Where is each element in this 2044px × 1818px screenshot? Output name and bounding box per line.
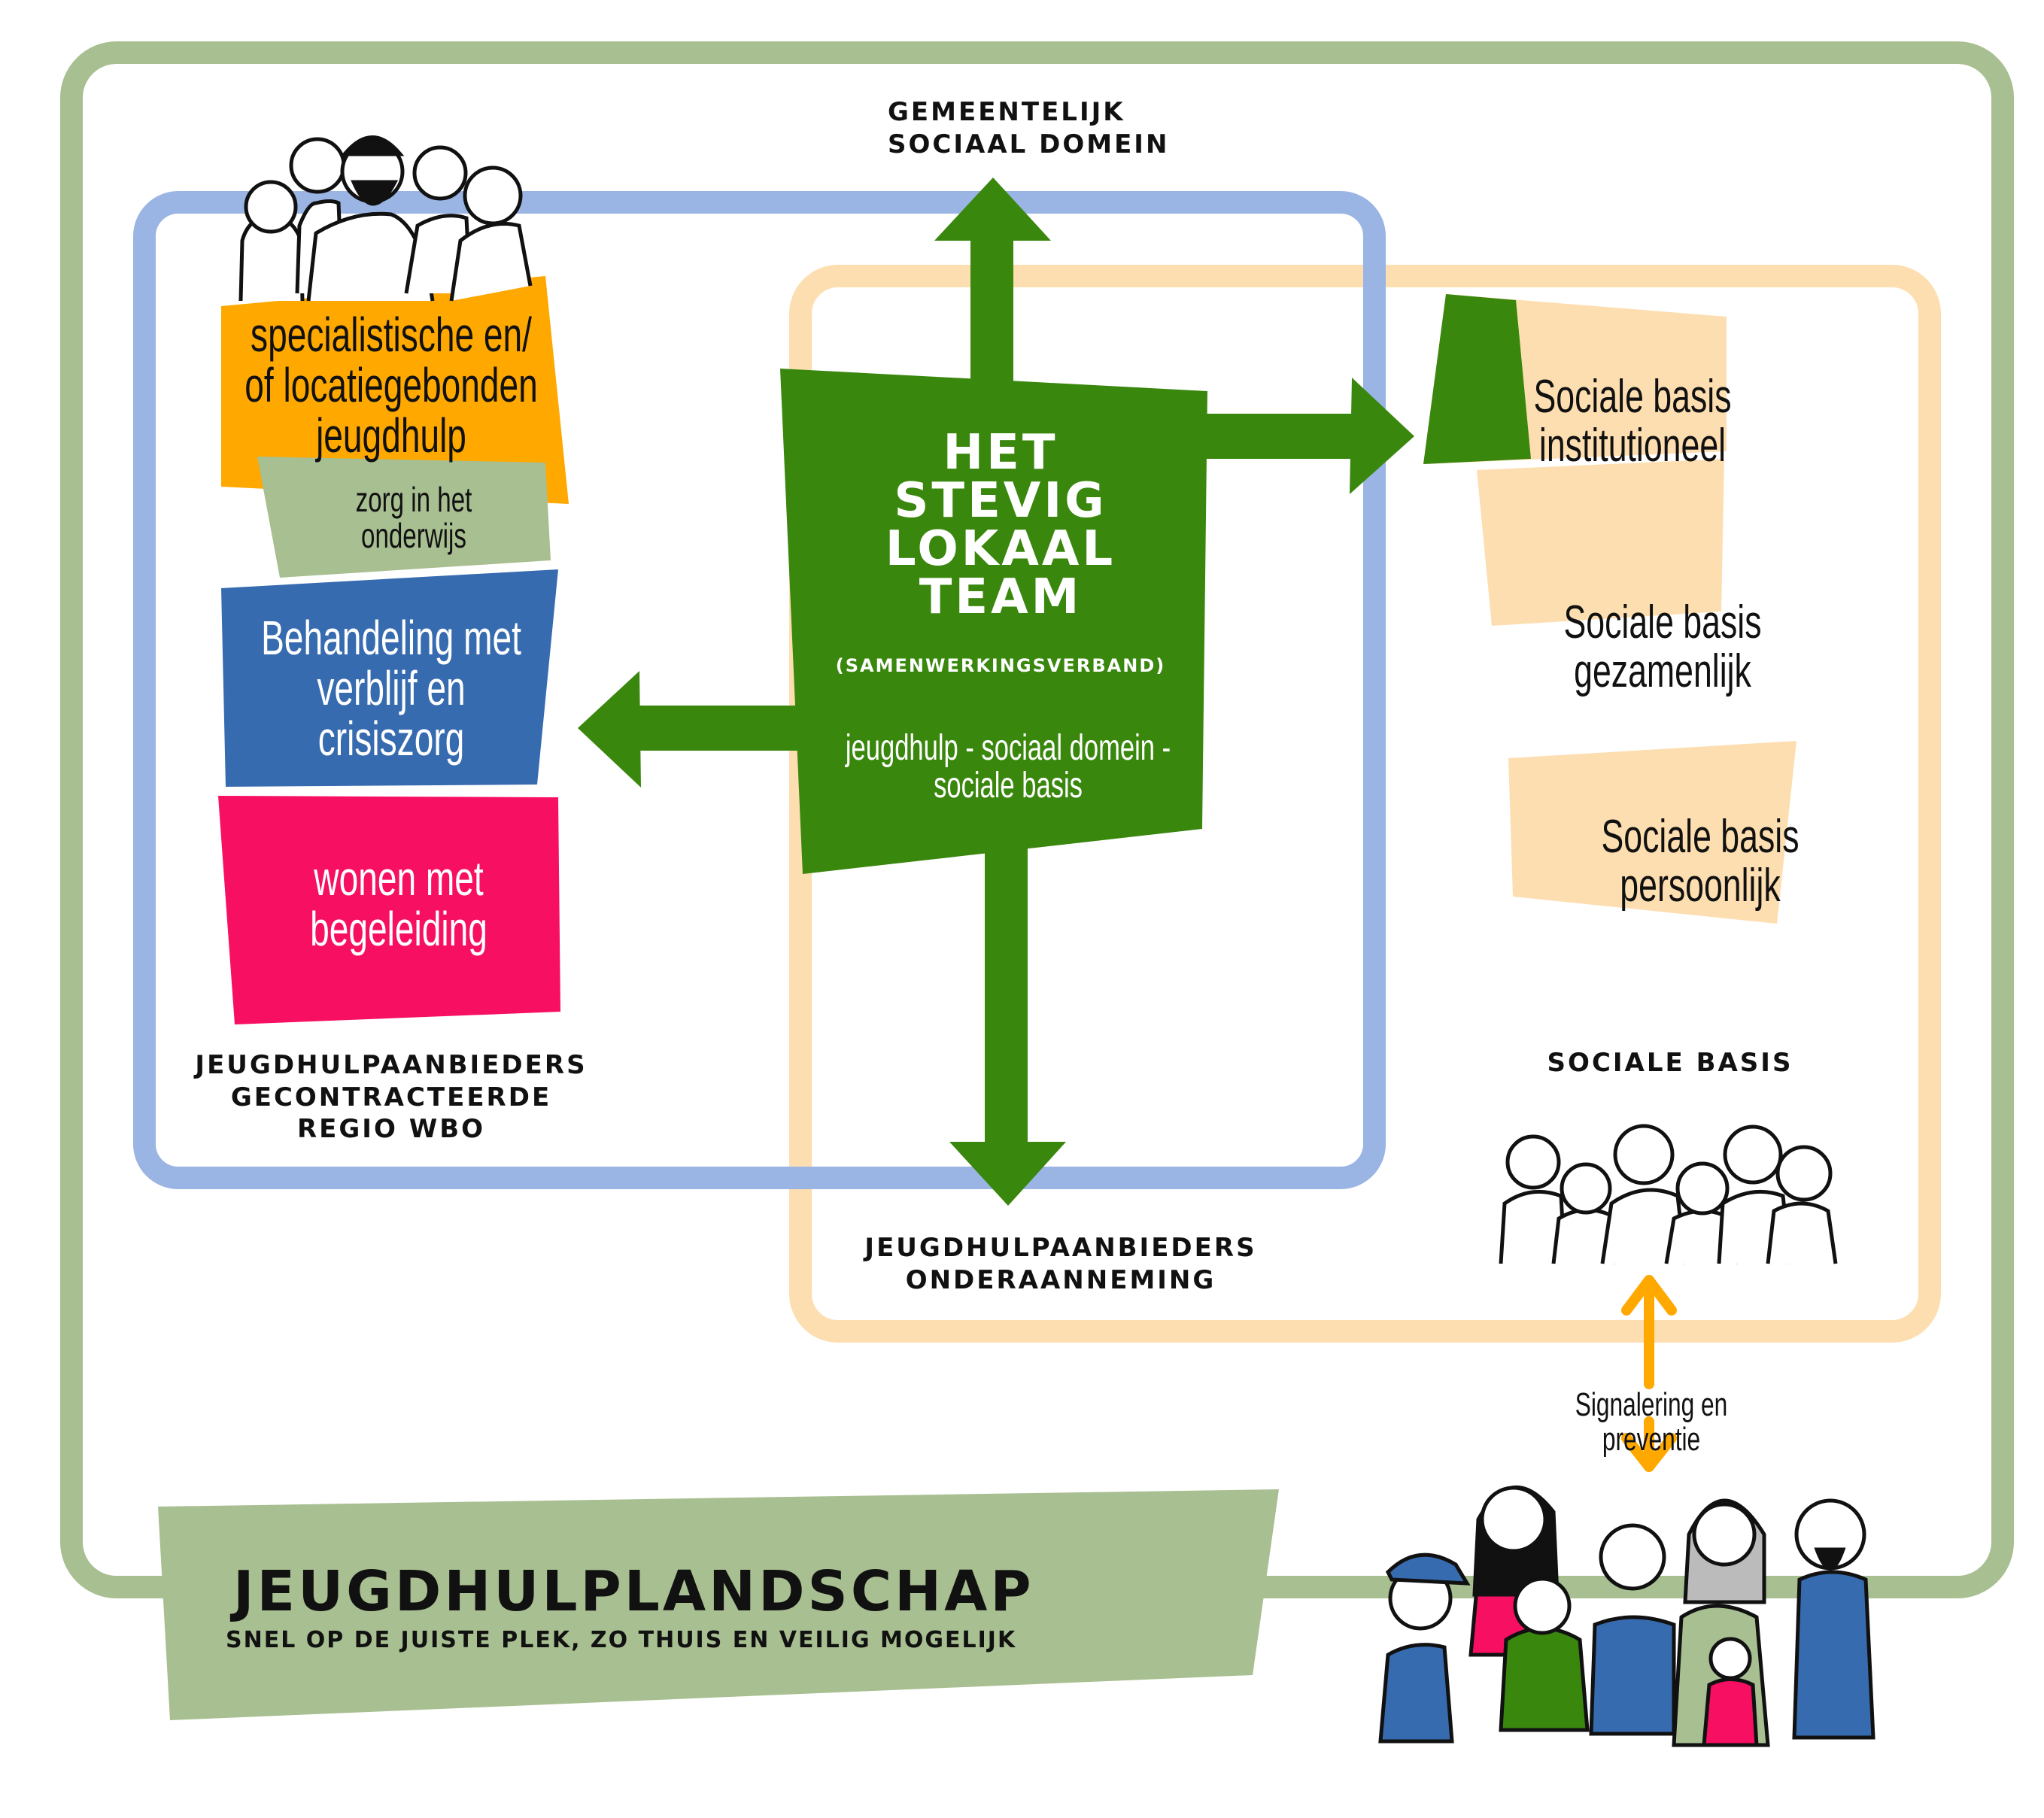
- title-banner-shape: [158, 1489, 1279, 1720]
- box-persoonlijk-shape: [1508, 741, 1796, 924]
- people-group-bottom-right-illustration: [1378, 1485, 1875, 1747]
- box-wonen-shape: [218, 796, 560, 1024]
- label-jeugdhulpaanbieders-gecontracteerde: Jeugdhulpaanbieders gecontracteerde regi…: [195, 1050, 588, 1144]
- box-specialistisch-shape: [221, 276, 569, 504]
- banner-subtitle: Snel op de juiste plek, zo thuis en veil…: [226, 1627, 1017, 1653]
- box-specialistisch: specialistische en/ of locatiegebonden j…: [244, 308, 538, 463]
- arrow-up: [934, 178, 1051, 390]
- people-group-top-left-illustration: [238, 135, 533, 302]
- arrow-down: [949, 827, 1066, 1206]
- box-persoonlijk: Sociale basis persoonlijk: [1601, 811, 1800, 912]
- banner-title: Jeugdhulplandschap: [233, 1559, 1034, 1624]
- center-title: Het stevig lokaal team: [885, 425, 1116, 625]
- box-wonen: wonen met begeleiding: [310, 851, 487, 957]
- box-behandeling-shape: [221, 569, 558, 787]
- box-institutioneel: Sociale basis institutioneel: [1533, 371, 1732, 472]
- box-behandeling: Behandeling met verblijf en crisiszorg: [261, 611, 521, 766]
- jeugdhulp-frame: [133, 191, 1386, 1189]
- label-gemeentelijk-sociaal-domein: Gemeentelijk sociaal domein: [888, 97, 1170, 159]
- center-subtitle: (samenwerkingsverband): [835, 655, 1166, 676]
- box-institutioneel-green-part: [1423, 294, 1531, 464]
- arrow-left: [578, 671, 803, 788]
- people-group-right-illustration: [1499, 1124, 1838, 1264]
- label-signalering-en-preventie: Signalering en preventie: [1575, 1386, 1728, 1458]
- label-jeugdhulpaanbieders-onderaanneming: Jeugdhulpaanbieders onderaanneming: [864, 1233, 1257, 1295]
- arrow-right: [1200, 378, 1414, 494]
- box-onderwijs-shape: [257, 457, 551, 578]
- box-gezamenlijk: Sociale basis gezamenlijk: [1563, 596, 1762, 698]
- box-gezamenlijk-shape: [1477, 459, 1724, 626]
- label-sociale-basis: Sociale basis: [1547, 1048, 1793, 1078]
- box-onderwijs: zorg in het onderwijs: [355, 480, 472, 556]
- center-scope: jeugdhulp - sociaal domein - sociale bas…: [845, 728, 1171, 806]
- center-box-shape: [780, 369, 1207, 874]
- signal-arrow: [1621, 1275, 1677, 1472]
